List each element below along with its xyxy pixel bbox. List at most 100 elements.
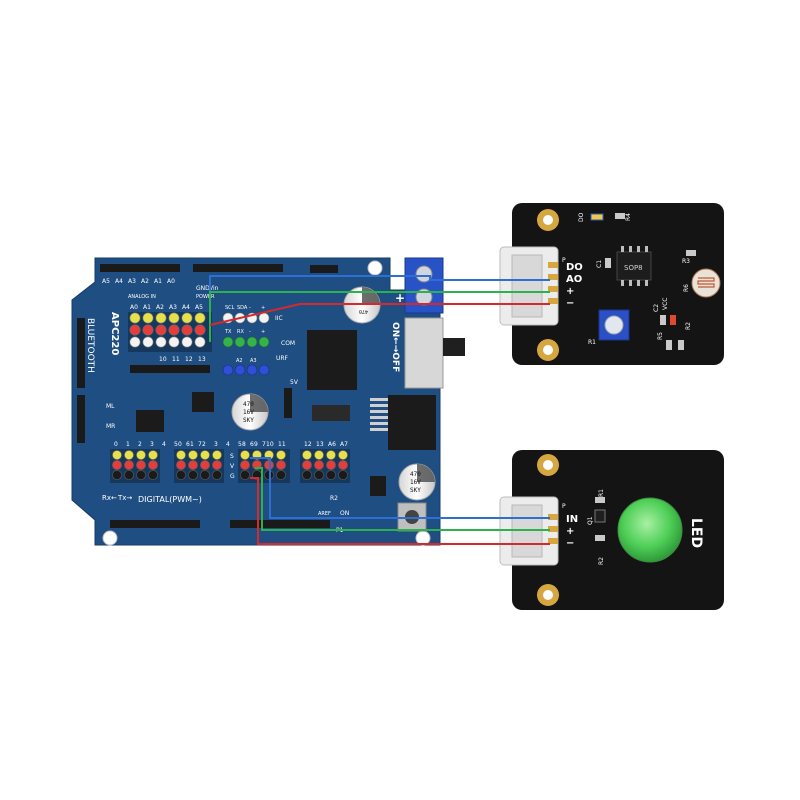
digital-pin[interactable] bbox=[124, 450, 134, 460]
digital-pin[interactable] bbox=[188, 470, 198, 480]
digital-pin[interactable] bbox=[212, 450, 222, 460]
digital-pin[interactable] bbox=[338, 460, 348, 470]
header-pin[interactable] bbox=[168, 312, 180, 324]
power-switch[interactable] bbox=[404, 317, 444, 389]
urf-pin[interactable] bbox=[234, 364, 246, 376]
digital-pin[interactable] bbox=[148, 460, 158, 470]
digital-pin[interactable] bbox=[200, 450, 210, 460]
digital-pin[interactable] bbox=[136, 450, 146, 460]
digital-pin-label: 7 bbox=[262, 441, 266, 448]
regulator-fin bbox=[370, 398, 388, 401]
comp-r2: R2 bbox=[598, 557, 605, 565]
header-pin[interactable] bbox=[194, 312, 206, 324]
top-header-strip-left bbox=[100, 264, 180, 272]
com-label: COM bbox=[281, 340, 295, 347]
digital-pin[interactable] bbox=[302, 460, 312, 470]
power-pin-label: GND bbox=[196, 285, 210, 292]
led-pin-pad bbox=[548, 538, 558, 544]
digital-pin[interactable] bbox=[200, 470, 210, 480]
digital-pin-label: 3 bbox=[214, 441, 218, 448]
urf-pin[interactable] bbox=[222, 364, 234, 376]
digital-pin[interactable] bbox=[112, 470, 122, 480]
com-pin[interactable] bbox=[222, 336, 234, 348]
header-pin[interactable] bbox=[194, 336, 206, 348]
digital-pin[interactable] bbox=[124, 460, 134, 470]
transistor-q1 bbox=[594, 509, 606, 523]
com-pin[interactable] bbox=[246, 336, 258, 348]
digital-pin[interactable] bbox=[176, 460, 186, 470]
mount-hole-inner bbox=[543, 215, 553, 225]
com-pin[interactable] bbox=[258, 336, 270, 348]
header-pin[interactable] bbox=[155, 336, 167, 348]
digital-pin[interactable] bbox=[240, 450, 250, 460]
power-switch-lever[interactable] bbox=[443, 338, 465, 356]
digital-pin[interactable] bbox=[314, 470, 324, 480]
header-pin[interactable] bbox=[142, 336, 154, 348]
header-pin[interactable] bbox=[129, 312, 141, 324]
digital-pin[interactable] bbox=[276, 470, 286, 480]
digital-pin[interactable] bbox=[338, 450, 348, 460]
header-pin[interactable] bbox=[168, 324, 180, 336]
digital-pin[interactable] bbox=[240, 470, 250, 480]
digital-pin[interactable] bbox=[188, 450, 198, 460]
urf-pin[interactable] bbox=[246, 364, 258, 376]
led-pin-label: + bbox=[566, 526, 574, 537]
digital-pin[interactable] bbox=[188, 460, 198, 470]
digital-pin[interactable] bbox=[112, 450, 122, 460]
digital-pin[interactable] bbox=[326, 460, 336, 470]
digital-pin[interactable] bbox=[338, 470, 348, 480]
header-pin[interactable] bbox=[142, 312, 154, 324]
digital-pin-label: 0 bbox=[114, 441, 118, 448]
digital-pin[interactable] bbox=[302, 450, 312, 460]
digital-pin[interactable] bbox=[148, 470, 158, 480]
header-pin[interactable] bbox=[129, 336, 141, 348]
digital-pin[interactable] bbox=[176, 450, 186, 460]
digital-pin[interactable] bbox=[212, 460, 222, 470]
smd-r2 bbox=[678, 340, 684, 350]
wire-sensor-red bbox=[209, 303, 550, 326]
digital-pin[interactable] bbox=[276, 450, 286, 460]
digital-pin[interactable] bbox=[200, 460, 210, 470]
digital-pin[interactable] bbox=[326, 470, 336, 480]
header-pin[interactable] bbox=[181, 312, 193, 324]
header-pin[interactable] bbox=[168, 336, 180, 348]
header-pin[interactable] bbox=[194, 324, 206, 336]
potentiometer-knob[interactable] bbox=[604, 315, 624, 335]
urf-pin[interactable] bbox=[258, 364, 270, 376]
digital-pin[interactable] bbox=[176, 470, 186, 480]
cap-text-0: 470 bbox=[410, 471, 421, 478]
com-pin[interactable] bbox=[234, 336, 246, 348]
digital-pin[interactable] bbox=[136, 470, 146, 480]
header-pin[interactable] bbox=[155, 312, 167, 324]
sensor-pin-pad bbox=[548, 274, 558, 280]
digital-pin[interactable] bbox=[326, 450, 336, 460]
sop8-label: SOP8 bbox=[624, 264, 643, 272]
digital-pin[interactable] bbox=[212, 470, 222, 480]
iic-pin-label: SDA bbox=[237, 305, 248, 311]
digital-pin[interactable] bbox=[112, 460, 122, 470]
digital-pin-label: A7 bbox=[340, 441, 348, 448]
bottom-header-2 bbox=[230, 520, 330, 528]
digital-pin[interactable] bbox=[240, 460, 250, 470]
digital-pin[interactable] bbox=[314, 450, 324, 460]
header-pin[interactable] bbox=[181, 336, 193, 348]
smd-r2 bbox=[595, 535, 605, 541]
digital-pin[interactable] bbox=[124, 470, 134, 480]
chip-leg bbox=[629, 280, 632, 286]
digital-pin[interactable] bbox=[136, 460, 146, 470]
digital-pin[interactable] bbox=[148, 450, 158, 460]
header-pin[interactable] bbox=[181, 324, 193, 336]
digital-pin[interactable] bbox=[276, 460, 286, 470]
digital-pin[interactable] bbox=[302, 470, 312, 480]
digital-pin-label: 13 bbox=[316, 441, 324, 448]
cap-text-1: 16V bbox=[410, 479, 421, 486]
top-header-label: A5 bbox=[102, 278, 110, 285]
header-pin[interactable] bbox=[155, 324, 167, 336]
mid-header-strip bbox=[130, 365, 210, 373]
digital-pin[interactable] bbox=[314, 460, 324, 470]
header-pin[interactable] bbox=[142, 324, 154, 336]
header-pin[interactable] bbox=[129, 324, 141, 336]
digital-pin-label: 6 bbox=[250, 441, 254, 448]
cap-text-1: 16V bbox=[243, 409, 254, 416]
iic-pin[interactable] bbox=[258, 312, 270, 324]
